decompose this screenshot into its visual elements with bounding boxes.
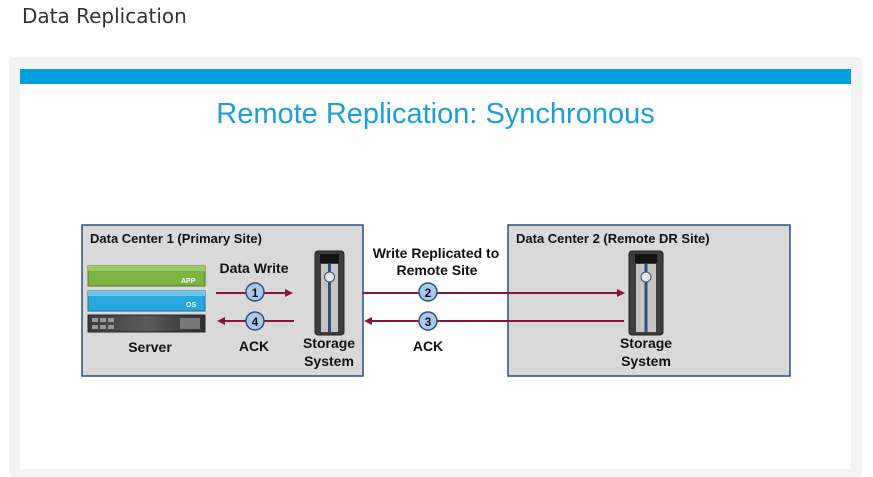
storage-primary-icon: [314, 250, 345, 336]
step-badge-2: 2: [418, 282, 438, 302]
step-label-4: ACK: [239, 338, 269, 354]
os-label: OS: [186, 302, 196, 309]
step-label-3: ACK: [413, 338, 443, 354]
page-heading: Data Replication: [22, 4, 187, 28]
server-icon: [87, 265, 206, 333]
step-label-2-line2: Remote Site: [397, 262, 478, 278]
slide-title: Remote Replication: Synchronous: [216, 98, 655, 130]
step-badge-4: 4: [245, 311, 265, 331]
step-number-4: 4: [252, 315, 259, 329]
step-number-1: 1: [252, 286, 259, 300]
slide-accent-bar: [20, 69, 851, 84]
step-label-1: Data Write: [220, 260, 289, 276]
server-label: Server: [128, 339, 172, 355]
step-number-3: 3: [425, 315, 432, 329]
storage-primary-label-1: Storage: [303, 335, 355, 351]
storage-primary-label-2: System: [304, 353, 354, 369]
primary-site-label: Data Center 1 (Primary Site): [90, 231, 262, 246]
step-label-2-line1: Write Replicated to: [373, 245, 500, 261]
storage-remote-label-1: Storage: [620, 335, 672, 351]
app-label: APP: [181, 278, 196, 285]
remote-site-label: Data Center 2 (Remote DR Site): [516, 231, 710, 246]
storage-remote-label-2: System: [621, 353, 671, 369]
step-badge-3: 3: [418, 311, 438, 331]
storage-remote-icon: [628, 250, 664, 336]
step-number-2: 2: [425, 286, 432, 300]
step-badge-1: 1: [245, 282, 265, 302]
